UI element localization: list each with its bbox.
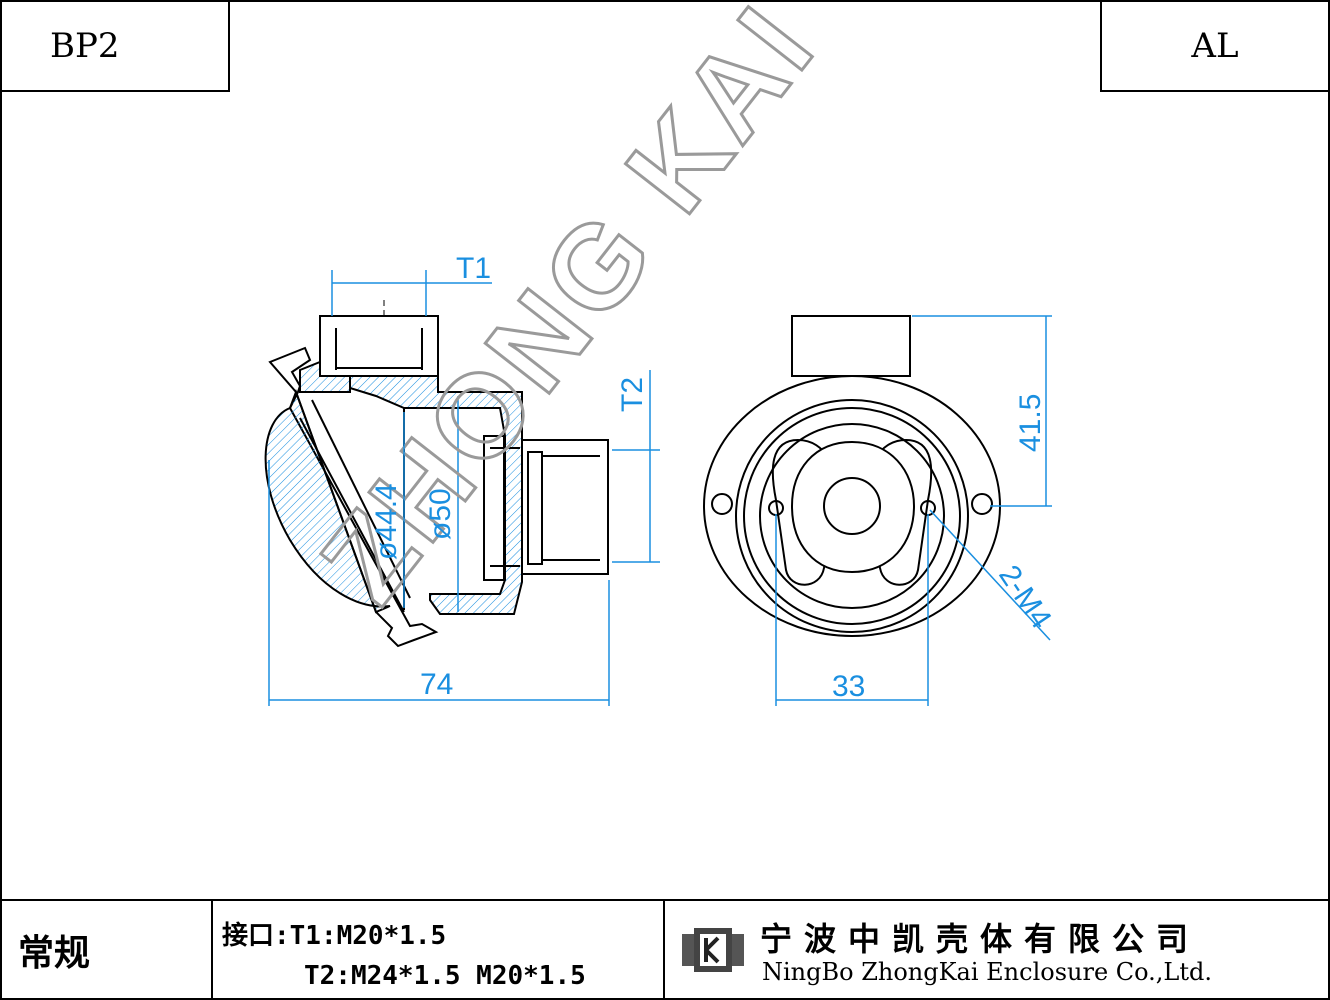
company-block: 宁波中凯壳体有限公司 NingBo ZhongKai Enclosure Co.… (664, 900, 1330, 1000)
dim-width: 74 (420, 668, 453, 701)
company-logo-icon (682, 928, 744, 972)
model-label: BP2 (0, 0, 230, 92)
side-section-view (264, 300, 609, 648)
dim-holes: 2-M4 (992, 559, 1058, 634)
front-view (703, 315, 1001, 637)
port-spec-line2: T2:M24*1.5 M20*1.5 (304, 961, 586, 991)
dim-height: 41.5 (1014, 394, 1047, 452)
dim-t1: T1 (456, 252, 491, 285)
type-label: 常规 (18, 933, 91, 974)
material-label: AL (1100, 0, 1330, 92)
port-spec: 接口:T1:M20*1.5 T2:M24*1.5 M20*1.5 (212, 900, 664, 1000)
dim-d1: ø44.4 (370, 483, 403, 560)
dim-d2: ø50 (424, 488, 457, 540)
company-name-cn: 宁波中凯壳体有限公司 (760, 920, 1201, 958)
dim-spacing: 33 (832, 670, 865, 703)
port-spec-line1: 接口:T1:M20*1.5 (222, 921, 447, 951)
company-name-en: NingBo ZhongKai Enclosure Co.,Ltd. (762, 958, 1212, 986)
dim-t2: T2 (616, 377, 649, 412)
